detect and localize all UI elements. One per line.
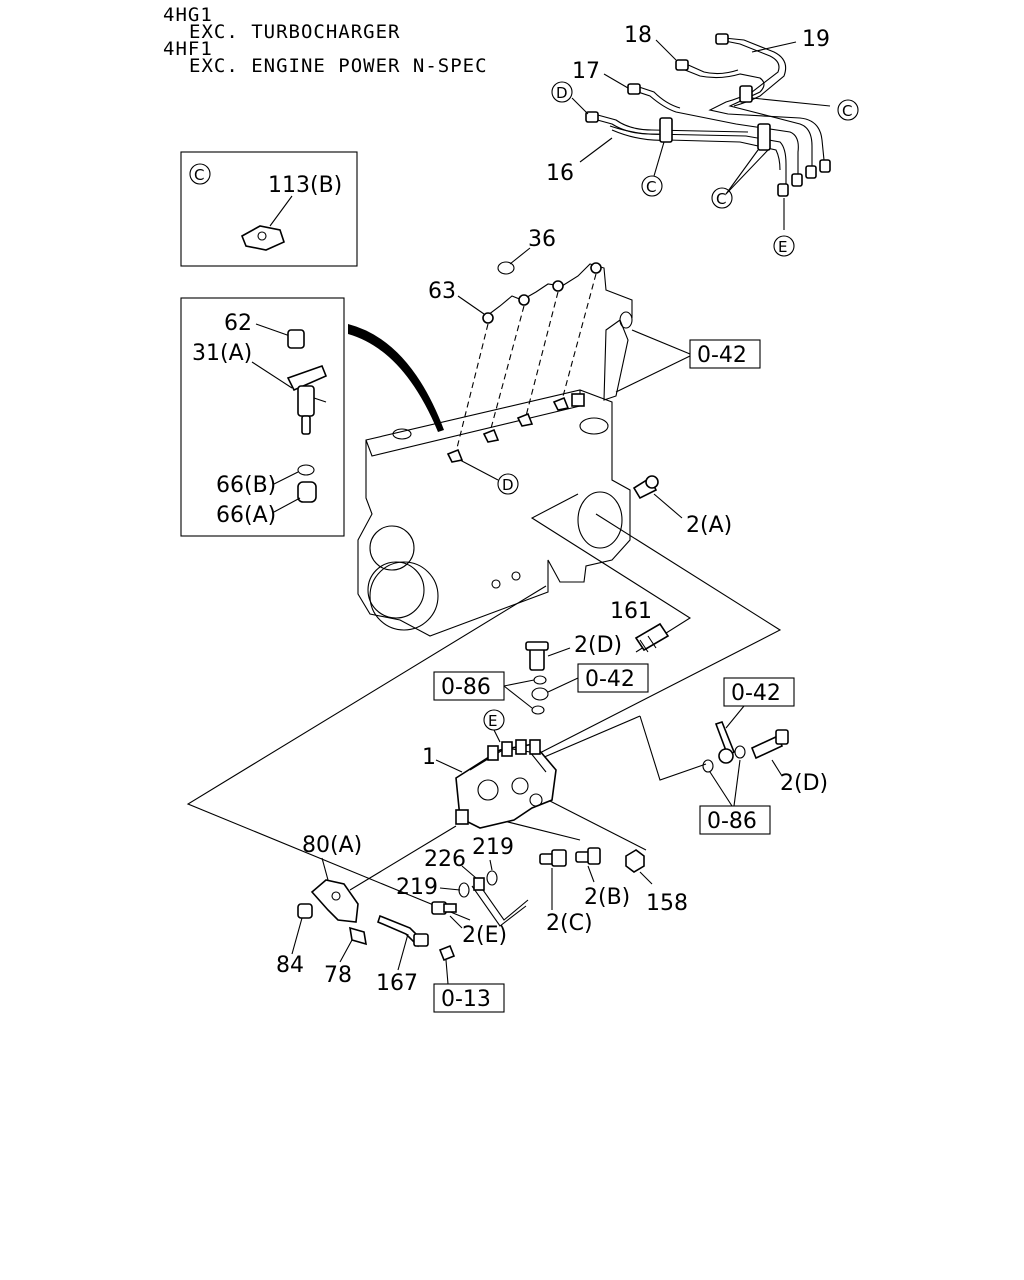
part-label-18: 18 xyxy=(624,23,652,48)
part-label-158: 158 xyxy=(646,891,688,916)
part-label-226: 226 xyxy=(424,847,466,872)
bolt-2e xyxy=(431,901,457,915)
part-label-219-left: 219 xyxy=(396,875,438,900)
part-label-219-top: 219 xyxy=(472,835,514,860)
part-label-2d-right: 2(D) xyxy=(780,771,828,796)
part-label-2c: 2(C) xyxy=(546,911,593,936)
part-label-167: 167 xyxy=(376,971,418,996)
circle-ref-c-pipe-2: C xyxy=(641,175,663,197)
part-label-80a: 80(A) xyxy=(302,833,362,858)
glow-plug-harness xyxy=(446,261,633,463)
part-label-78: 78 xyxy=(324,963,352,988)
svg-text:0-86: 0-86 xyxy=(707,809,757,834)
circle-ref-d-engine: D xyxy=(497,473,519,495)
part-label-16: 16 xyxy=(546,161,574,186)
header-condition-1: EXC. TURBOCHARGER xyxy=(189,21,401,43)
stud-161 xyxy=(634,622,670,653)
detail-box-nozzle: 62 31(A) 66(B) 66(A) xyxy=(180,297,345,537)
part-label-66b: 66(B) xyxy=(216,473,276,498)
nut-158 xyxy=(625,849,645,873)
svg-text:D: D xyxy=(502,476,514,494)
header-model-1: 4HG1 xyxy=(163,4,213,26)
svg-text:D: D xyxy=(556,84,568,102)
part-label-2b: 2(B) xyxy=(584,885,630,910)
part-label-113b: 113(B) xyxy=(268,173,342,198)
svg-text:0-13: 0-13 xyxy=(441,987,491,1012)
ref-box-0-42-mid: 0-42 xyxy=(577,663,649,693)
header-model-2: 4HF1 xyxy=(163,38,213,60)
part-label-62: 62 xyxy=(224,311,252,336)
accel-lever xyxy=(702,721,789,773)
part-label-161: 161 xyxy=(610,599,652,624)
part-label-2d-top: 2(D) xyxy=(574,633,622,658)
ref-box-0-86-left: 0-86 xyxy=(433,671,505,701)
circle-ref-e-pump: E xyxy=(483,709,505,731)
svg-text:E: E xyxy=(778,238,787,256)
injection-pump xyxy=(455,739,557,829)
part-label-19: 19 xyxy=(802,27,830,52)
svg-text:0-42: 0-42 xyxy=(585,667,635,692)
ref-box-0-42-engine: 0-42 xyxy=(689,339,761,369)
header-condition-2: EXC. ENGINE POWER N-SPEC xyxy=(189,55,488,77)
injection-pipe-group xyxy=(585,33,831,197)
svg-text:C: C xyxy=(646,178,656,196)
part-label-1: 1 xyxy=(422,745,436,770)
svg-text:0-42: 0-42 xyxy=(697,343,747,368)
part-label-17: 17 xyxy=(572,59,600,84)
part-label-2e: 2(E) xyxy=(462,923,507,948)
bracket-80a xyxy=(297,879,367,946)
part-label-2a: 2(A) xyxy=(686,513,732,538)
svg-text:0-86: 0-86 xyxy=(441,675,491,700)
part-label-66a: 66(A) xyxy=(216,503,276,528)
circle-ref-c-pipe-1: C xyxy=(837,99,859,121)
rod-167 xyxy=(377,914,456,962)
circle-ref-c-pipe-3: C xyxy=(711,187,733,209)
ref-box-0-42-right: 0-42 xyxy=(723,677,795,707)
circle-ref-e-pipe: E xyxy=(773,235,795,257)
svg-text:0-42: 0-42 xyxy=(731,681,781,706)
svg-text:E: E xyxy=(488,712,497,730)
engine-block xyxy=(357,319,631,637)
ref-box-0-86-right: 0-86 xyxy=(699,805,771,835)
ref-box-0-13: 0-13 xyxy=(433,983,505,1013)
svg-text:C: C xyxy=(842,102,852,120)
part-label-63: 63 xyxy=(428,279,456,304)
detail-box-c: C 113(B) xyxy=(180,151,358,267)
circle-ref-d-pipe: D xyxy=(551,81,573,103)
svg-text:C: C xyxy=(194,166,204,184)
part-label-84: 84 xyxy=(276,953,304,978)
part-label-31a: 31(A) xyxy=(192,341,252,366)
pipe-226 xyxy=(458,870,529,927)
part-label-36: 36 xyxy=(528,227,556,252)
detail-pointer xyxy=(348,324,444,432)
bolt-2c xyxy=(539,849,567,867)
bolt-2b xyxy=(575,847,601,865)
svg-text:C: C xyxy=(716,190,726,208)
